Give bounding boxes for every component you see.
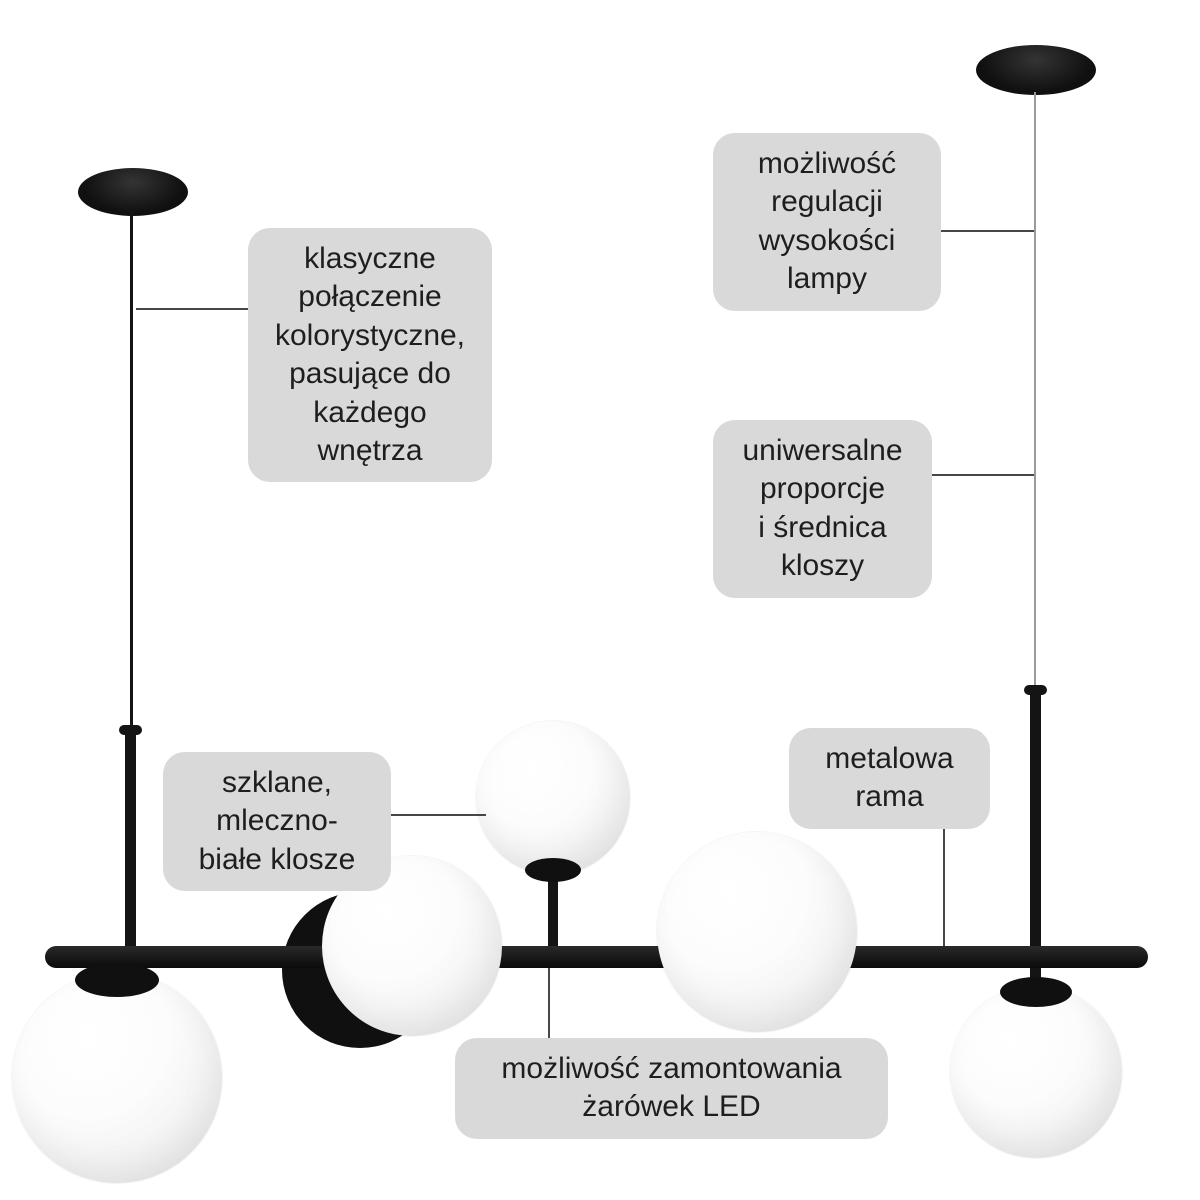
callout-height-adjustment: możliwość regulacji wysokości lampy [713,133,941,311]
callout-color-combination: klasyczne połączenie kolorystyczne, pasu… [248,228,492,483]
suspension-cable-left [130,210,133,734]
vertical-rod-left [125,730,136,1006]
connector-line-height-adjustment [940,230,1034,232]
ceiling-canopy-right [976,45,1096,95]
callout-universal-proportions: uniwersalne proporcje i średnica kloszy [713,420,932,598]
glass-globe-1 [12,973,222,1183]
connector-line-universal-proportions [930,474,1034,476]
connector-line-color-combination [136,308,250,310]
globe-socket-right [1000,977,1072,1007]
glass-globe-3 [476,721,630,875]
glass-globe-4 [657,832,857,1032]
globe-socket-top [525,858,581,882]
callout-metal-frame: metalowa rama [789,728,990,829]
metal-frame-bar [45,946,1148,968]
glass-globe-5 [950,986,1122,1158]
callout-glass-shades: szklane, mleczno- białe klosze [163,752,391,892]
globe-socket-left [75,963,159,997]
connector-line-metal-frame [943,816,945,946]
suspension-cable-right [1034,92,1036,692]
connector-line-glass-shades [390,814,486,816]
vertical-rod-right [1030,690,1041,992]
connector-line-led-bulbs [548,968,550,1038]
callout-led-bulbs: możliwość zamontowania żarówek LED [455,1038,888,1139]
ceiling-canopy-left [78,168,188,216]
globe-stem [548,862,558,952]
